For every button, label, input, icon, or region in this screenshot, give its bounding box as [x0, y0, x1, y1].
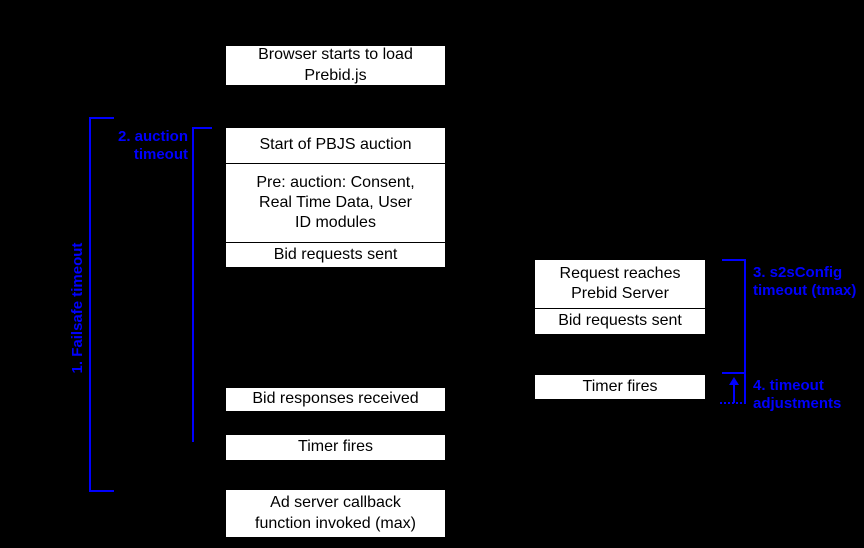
box-server-timer-fires: Timer fires: [534, 374, 706, 400]
box-bid-requests-sent: Bid requests sent: [225, 242, 446, 268]
box-ad-server-callback: Ad server callback function invoked (max…: [225, 489, 446, 538]
failsafe-bracket-spine: [89, 117, 91, 492]
label-auction-timeout: 2. auction timeout: [117, 128, 188, 163]
label-failsafe-timeout: 1. Failsafe timeout: [69, 242, 86, 374]
failsafe-bracket-top-tick: [89, 117, 114, 119]
adjustment-arrow-line: [733, 384, 735, 403]
s2s-bracket-top-tick: [722, 259, 746, 261]
s2s-bracket-mid-tick: [722, 372, 746, 374]
box-bid-responses-received: Bid responses received: [225, 387, 446, 412]
auction-bracket-spine: [192, 127, 194, 442]
box-server-bid-requests-sent: Bid requests sent: [534, 308, 706, 335]
failsafe-bracket-bottom-tick: [89, 490, 114, 492]
label-timeout-adjustments: 4. timeout adjustments: [753, 377, 842, 412]
auction-bracket-top-tick: [192, 127, 212, 129]
box-pre-auction-modules: Pre: auction: Consent, Real Time Data, U…: [225, 163, 446, 243]
box-request-reaches-server: Request reaches Prebid Server: [534, 259, 706, 309]
box-auction-start: Start of PBJS auction: [225, 127, 446, 164]
box-timer-fires: Timer fires: [225, 434, 446, 461]
box-browser-load: Browser starts to load Prebid.js: [225, 45, 446, 86]
s2s-bracket-spine: [744, 259, 746, 404]
label-s2s-timeout: 3. s2sConfig timeout (tmax): [753, 264, 857, 299]
adjustment-arrow-up-icon: [729, 377, 739, 385]
adjustment-dotted-line: [720, 402, 746, 404]
